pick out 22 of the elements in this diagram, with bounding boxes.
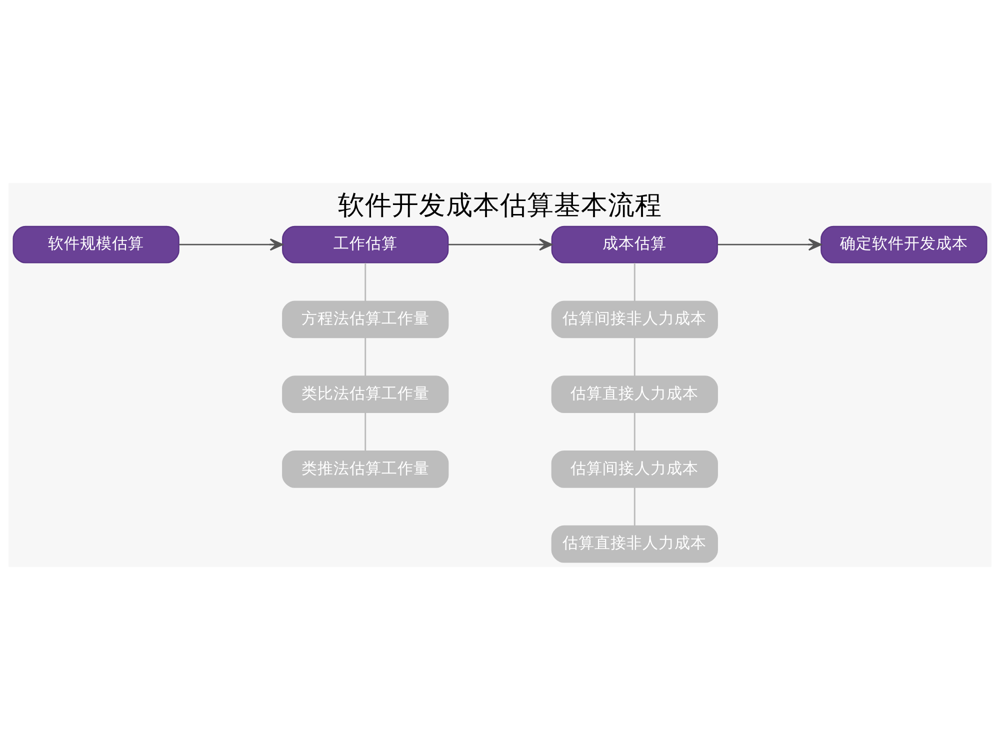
node-box: 工作估算 xyxy=(282,226,449,264)
connector xyxy=(364,338,366,376)
node-box: 类比法估算工作量 xyxy=(282,376,449,414)
node-box: 类推法估算工作量 xyxy=(282,450,449,488)
arrow xyxy=(448,238,552,251)
node-box: 估算间接非人力成本 xyxy=(551,300,718,338)
node-box: 估算间接人力成本 xyxy=(551,450,718,488)
connector xyxy=(364,262,366,302)
arrow xyxy=(179,238,284,251)
connector xyxy=(634,338,636,376)
arrow xyxy=(718,238,822,251)
diagram-title: 软件开发成本估算基本流程 xyxy=(338,190,662,221)
connector xyxy=(364,412,366,451)
node-box: 成本估算 xyxy=(551,226,718,264)
connector xyxy=(634,262,636,302)
node-box: 估算直接人力成本 xyxy=(551,376,718,414)
node-box: 软件规模估算 xyxy=(12,226,180,264)
connector xyxy=(634,488,636,526)
node-box: 方程法估算工作量 xyxy=(282,300,449,338)
node-box: 确定软件开发成本 xyxy=(820,226,988,264)
node-box: 估算直接非人力成本 xyxy=(551,525,718,563)
connector xyxy=(634,412,636,451)
